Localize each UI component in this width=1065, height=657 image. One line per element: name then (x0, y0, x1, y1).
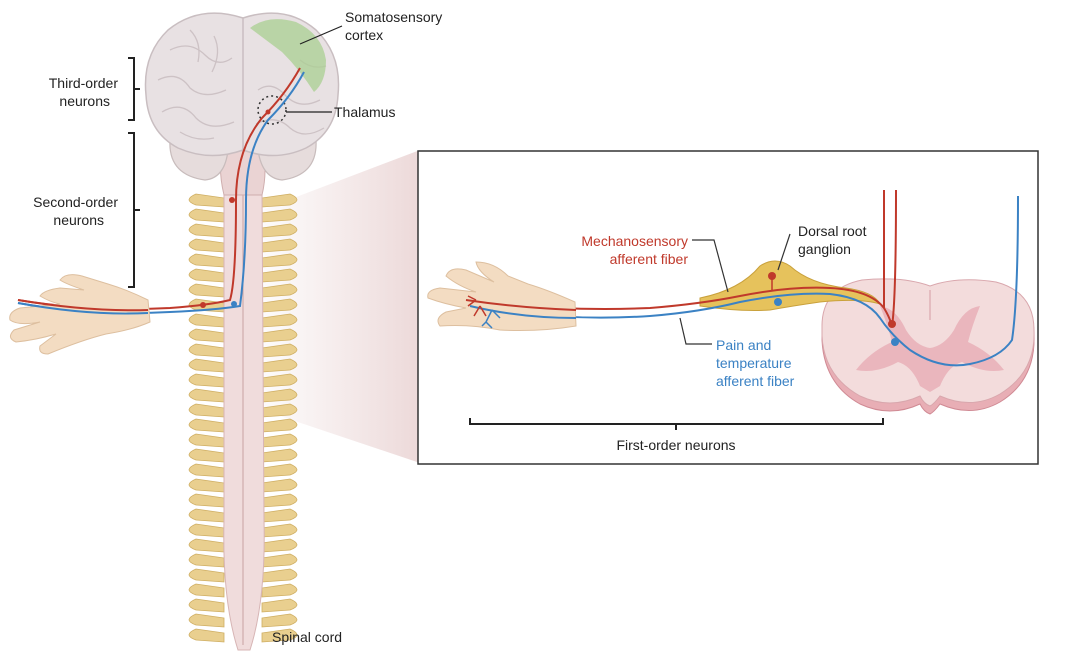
somatosensory-label-line1: Somatosensory (345, 9, 442, 25)
drg-cell-body-blue (774, 298, 782, 306)
drg-label-line1: Dorsal root (798, 223, 867, 239)
third-order-label-line2: neurons (59, 93, 110, 109)
brackets-left (128, 58, 140, 287)
second-order-bracket (128, 133, 140, 287)
second-order-label-line2: neurons (53, 212, 104, 228)
left-neuron-body-red (229, 197, 235, 203)
somatosensory-label-line2: cortex (345, 27, 383, 43)
drg-label-line2: ganglion (798, 241, 851, 257)
left-neuron-body-red-2 (266, 110, 271, 115)
mechano-label-line1: Mechanosensory (581, 233, 688, 249)
pain-label-line2: temperature (716, 355, 792, 371)
pain-label-line3: afferent fiber (716, 373, 795, 389)
dorsal-horn-synapse-blue (891, 338, 899, 346)
dorsal-horn-synapse-red (888, 320, 896, 328)
spinal-cord-label: Spinal cord (272, 629, 342, 645)
thalamus-label: Thalamus (334, 104, 395, 120)
third-order-label-line1: Third-order (49, 75, 119, 91)
second-order-label-line1: Second-order (33, 194, 118, 210)
third-order-bracket (128, 58, 140, 120)
mechano-label-line2: afferent fiber (610, 251, 689, 267)
pain-label-line1: Pain and (716, 337, 771, 353)
left-drg-red (200, 302, 206, 308)
left-neuron-body-blue (231, 301, 237, 307)
first-order-label: First-order neurons (616, 437, 735, 453)
